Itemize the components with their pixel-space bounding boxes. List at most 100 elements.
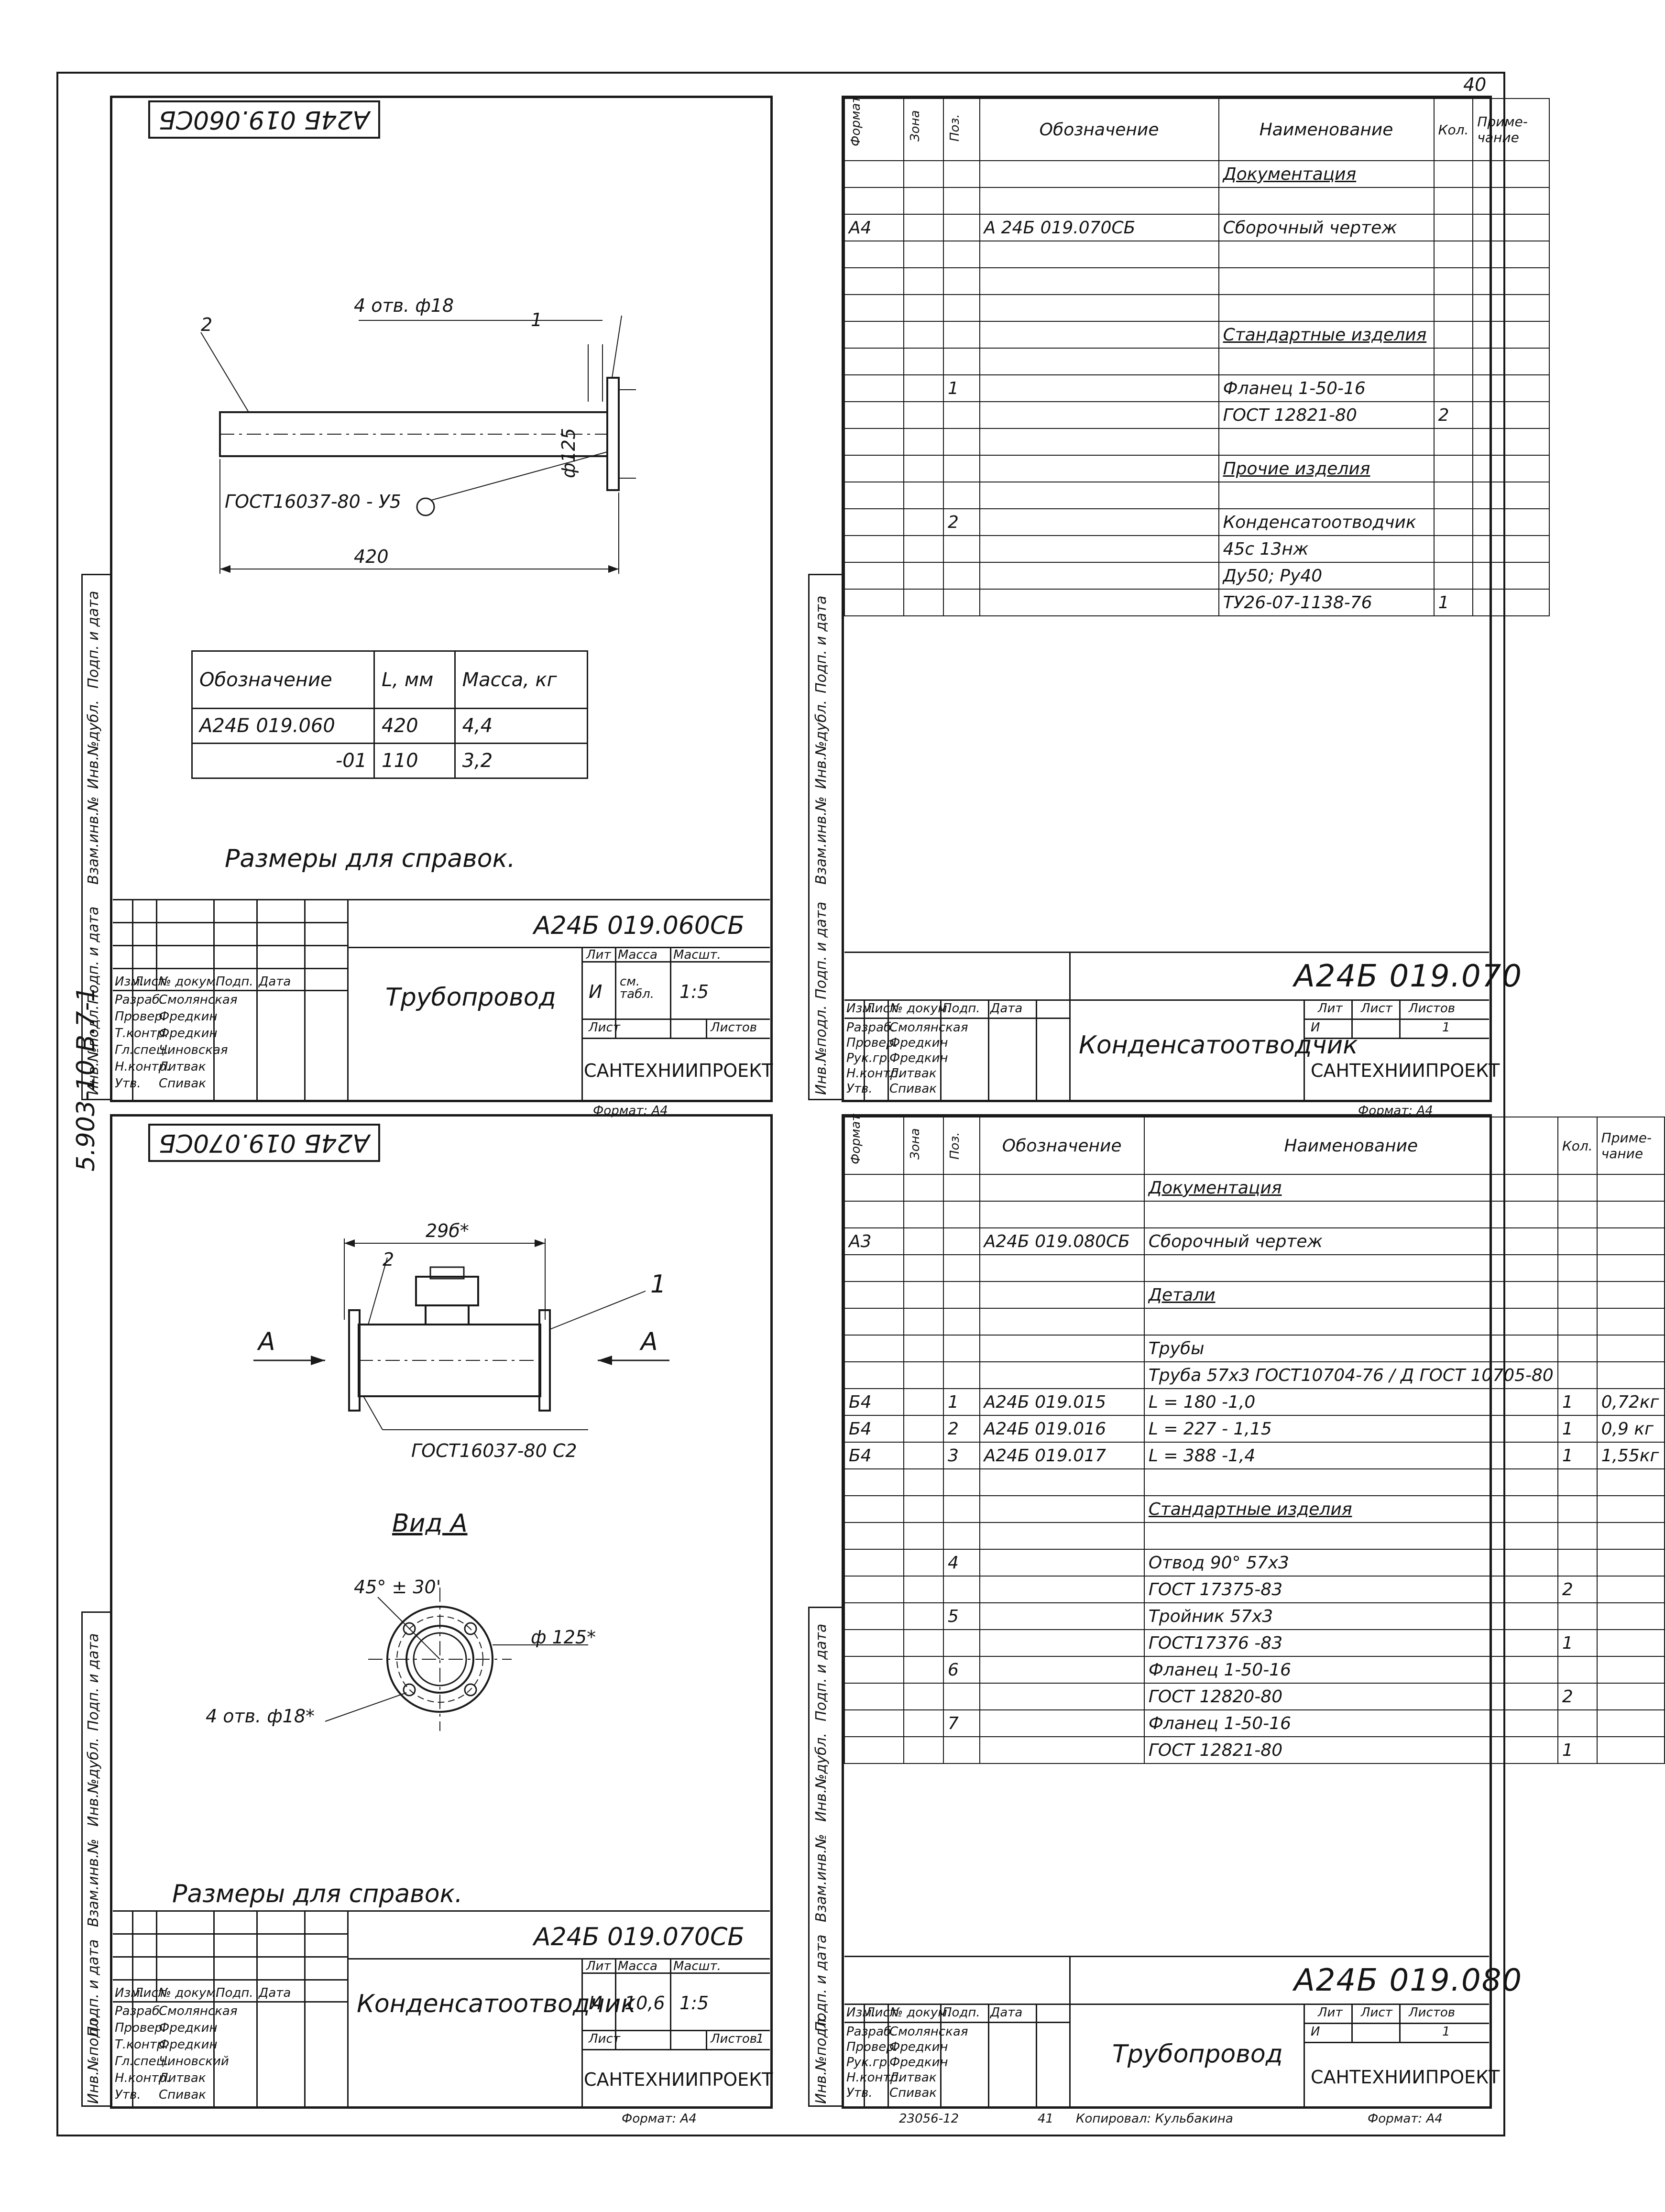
sheet3-tb-izm: Изм. (115, 1986, 144, 2000)
spec-cell (903, 214, 944, 241)
spec-cell (1596, 1602, 1665, 1630)
sheet4-tb-izm: Изм. (846, 2005, 876, 2020)
sheet4-name-3: Литвак (889, 2070, 937, 2085)
spec-cell (943, 1174, 980, 1202)
sheet3-side-label-3: Взам.инв.№ (85, 1839, 102, 1927)
sheet1-callout-part2: 2 (201, 314, 213, 335)
spec-cell (903, 1549, 944, 1577)
spec-cell (979, 348, 1219, 375)
spec-cell (943, 1468, 980, 1496)
spec-cell (943, 535, 980, 563)
spec-cell (844, 187, 904, 215)
sheet3-tb-podp: Подп. (216, 1986, 253, 2000)
spec-cell: L = 227 - 1,15 (1143, 1415, 1558, 1443)
spec-cell (1433, 321, 1474, 349)
spec-cell (1472, 535, 1550, 563)
spec-cell (844, 1602, 904, 1630)
sheet2-org: САНТЕХНИИПРОЕКТ (1311, 1060, 1500, 1081)
sheet3-title-block: Изм. Лист № докум. Подп. Дата Разраб. Пр… (113, 1910, 773, 2106)
spec-cell (903, 267, 944, 295)
spec-cell (903, 374, 944, 402)
spec-cell (844, 348, 904, 375)
sheet2-tb-listov: Листов (1409, 1001, 1456, 1016)
spec-cell: Ду50; Ру40 (1218, 562, 1435, 590)
spec-cell (1433, 241, 1474, 268)
sheet2-th-designation: Обозначение (979, 98, 1219, 161)
sheet3-title: Конденсатоотводчик (357, 1990, 636, 2018)
sheet1-note: Размеры для справок. (225, 844, 515, 873)
spec-cell (1472, 562, 1550, 590)
sheet1-row2-designation: -01 (191, 743, 375, 779)
spec-cell (844, 1468, 904, 1496)
spec-cell (844, 589, 904, 616)
sheet1-th-mass: Масса, кг (454, 650, 589, 709)
spec-cell (844, 1736, 904, 1764)
spec-cell (1557, 1602, 1598, 1630)
spec-cell (844, 1549, 904, 1577)
spec-cell (1472, 348, 1550, 375)
sheet4-side-label-1: Подп. и дата (813, 1623, 830, 1721)
sheet3-format: Формат: А4 (622, 2112, 697, 2126)
sheet3-note: Размеры для справок. (172, 1880, 463, 1908)
sheet1-mass: см. табл. (620, 975, 654, 1001)
spec-cell: Сборочный чертеж (1218, 214, 1435, 241)
spec-cell (943, 321, 980, 349)
spec-cell (1472, 160, 1550, 188)
spec-cell: Тройник 57х3 (1143, 1602, 1558, 1630)
spec-cell (903, 1254, 944, 1282)
sheet1-callout-diam: ф125 (558, 428, 579, 478)
spec-cell (903, 348, 944, 375)
sheet3-callout-part2: 2 (383, 1249, 394, 1270)
sheet3-tb-lit: Лит (586, 1959, 611, 1973)
sheet1-name-5: Спивак (159, 1076, 207, 1091)
spec-cell: L = 388 -1,4 (1143, 1442, 1558, 1469)
sheet1-side-strip (81, 574, 111, 1100)
sheet1-row1-mass: 4,4 (454, 708, 589, 744)
sheet2-th-zone: Зона (903, 98, 944, 161)
spec-cell (1557, 1281, 1598, 1309)
spec-cell (943, 1201, 980, 1228)
spec-cell (979, 1281, 1145, 1309)
spec-cell (903, 294, 944, 322)
spec-cell (1472, 241, 1550, 268)
spec-row: Стандартные изделия (844, 1495, 1665, 1523)
spec-cell (1557, 1254, 1598, 1282)
spec-cell (943, 1495, 980, 1523)
spec-cell (943, 294, 980, 322)
sheet4-side-label-2: Инв.№дубл. (813, 1732, 830, 1822)
spec-cell (903, 508, 944, 536)
spec-cell: Стандартные изделия (1143, 1495, 1558, 1523)
sheet3-mass: 10,6 (624, 1993, 665, 2014)
spec-cell: 0,9 кг (1596, 1415, 1665, 1443)
spec-row: Трубы (844, 1335, 1665, 1362)
spec-cell: 1 (1433, 589, 1474, 616)
sheet4-tb-list2: Лист (1361, 2005, 1392, 2020)
spec-cell: 1 (1557, 1415, 1598, 1443)
sheet3-role-2: Т.контр. (115, 2037, 169, 2052)
sheet4-tb-listov: Листов (1409, 2005, 1456, 2020)
spec-cell (903, 1201, 944, 1228)
spec-cell: 1 (943, 1388, 980, 1416)
spec-cell (1557, 1468, 1598, 1496)
spec-cell: 1,55кг (1596, 1442, 1665, 1469)
spec-cell (943, 187, 980, 215)
sheet3-name-2: Фредкин (159, 2037, 218, 2052)
spec-cell: Стандартные изделия (1218, 321, 1435, 349)
spec-cell (943, 1629, 980, 1657)
sheet3-name-5: Спивак (159, 2088, 207, 2102)
spec-cell (1472, 294, 1550, 322)
spec-cell: Фланец 1-50-16 (1218, 374, 1435, 402)
sheet1-code: А24Б 019.060СБ (534, 911, 745, 940)
spec-cell (1472, 428, 1550, 456)
spec-cell (1596, 1709, 1665, 1737)
spec-cell: 0,72кг (1596, 1388, 1665, 1416)
spec-cell (903, 1227, 944, 1255)
spec-cell (943, 428, 980, 456)
spec-cell: ГОСТ 17375-83 (1143, 1576, 1558, 1603)
spec-cell (1218, 482, 1435, 509)
outer-border (56, 72, 1505, 2136)
